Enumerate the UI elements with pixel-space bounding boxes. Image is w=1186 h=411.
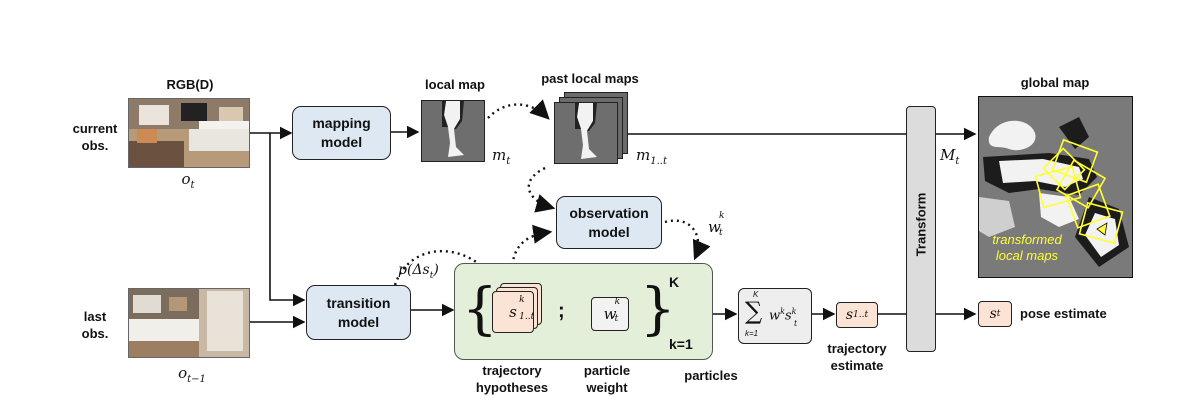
arrow-localmap-to-past <box>487 99 550 120</box>
sum-symbol: ∑ <box>745 297 763 325</box>
sum-w: w <box>769 308 781 324</box>
weighted-sum-box: K ∑ k=1 wksk t <box>738 288 812 344</box>
w-t-k-symbol: w <box>708 218 721 236</box>
s-1t-k-symbol: s <box>509 303 517 321</box>
M-t-sub: t <box>955 156 960 168</box>
global-map-image <box>978 96 1133 278</box>
o-t1-sub: t−1 <box>187 374 206 386</box>
open-brace: { <box>462 277 498 342</box>
w-card-sup: k <box>614 297 621 307</box>
w-card-symbol: w <box>603 305 617 323</box>
arrow-observation-to-weight <box>664 219 711 261</box>
s-1t-sub: 1..t <box>853 310 869 320</box>
sum-upper: K <box>753 290 759 299</box>
m-t-sub: t <box>506 156 511 168</box>
close-brace: } <box>640 277 676 342</box>
K-upper: K <box>669 274 680 290</box>
last-observation-image <box>128 288 250 358</box>
current-obs-label: current obs. <box>72 121 118 153</box>
sum-s: s <box>785 308 792 324</box>
mapping-model-node: mapping model <box>292 106 391 160</box>
o-t-symbol: o <box>181 170 191 188</box>
sum-s-sup: k <box>791 307 797 316</box>
local-map-image <box>421 100 485 162</box>
arrow-transition-to-particles <box>393 250 499 287</box>
sum-w-sup: k <box>780 307 785 316</box>
s-t-sub: t <box>996 309 1001 319</box>
k-lower: k=1 <box>669 336 693 352</box>
separator: ; <box>558 300 565 322</box>
o-t-sub: t <box>190 180 195 192</box>
s-1t-k-sub: 1..t <box>519 312 535 322</box>
past-local-map-image <box>554 102 618 164</box>
w-t-k-sub: t <box>719 228 723 238</box>
m-1t-symbol: m <box>636 146 651 164</box>
past-local-maps-label: past local maps <box>541 71 639 86</box>
sum-lower: k=1 <box>745 329 759 338</box>
m-t-symbol: m <box>492 146 507 164</box>
current-observation-image <box>128 98 250 168</box>
trajectory-hypotheses-label: trajectory hypotheses <box>475 363 549 395</box>
pose-estimate-label: pose estimate <box>1020 306 1107 321</box>
o-t1-symbol: o <box>178 364 188 382</box>
s-t-symbol: s <box>989 306 997 322</box>
transition-model-node: transition model <box>306 285 411 340</box>
w-t-k-sup: k <box>719 211 725 221</box>
transition-prob-label: p(Δs <box>398 262 430 278</box>
transform-label: Transform <box>913 192 929 257</box>
sum-s-sub: t <box>794 319 798 328</box>
M-t-symbol: M <box>940 146 956 164</box>
w-card-sub: t <box>614 314 619 324</box>
s-1t-k-sup: k <box>519 295 525 305</box>
local-map-label: local map <box>425 77 485 92</box>
transform-block: Transform <box>906 106 936 352</box>
particle-weight-label: particle weight <box>583 363 631 395</box>
global-map-label: global map <box>1020 75 1090 90</box>
observation-model-node: observation model <box>556 196 662 249</box>
arrow-past-to-observation <box>527 166 556 213</box>
trajectory-estimate-label: trajectory estimate <box>827 341 887 373</box>
arrow-particles-to-observation <box>510 224 553 284</box>
transition-prob-sub: t <box>429 270 434 281</box>
transition-prob-end: ) <box>433 262 439 278</box>
s-1t-symbol: s <box>845 307 854 323</box>
transformed-local-maps-label: transformed local maps <box>992 232 1062 263</box>
arrow-obs-to-transition <box>269 133 306 307</box>
m-1t-sub: 1..t <box>650 156 667 168</box>
rgbd-label: RGB(D) <box>166 77 214 92</box>
last-obs-label: last obs. <box>81 309 109 341</box>
particles-label: particles <box>684 368 738 383</box>
